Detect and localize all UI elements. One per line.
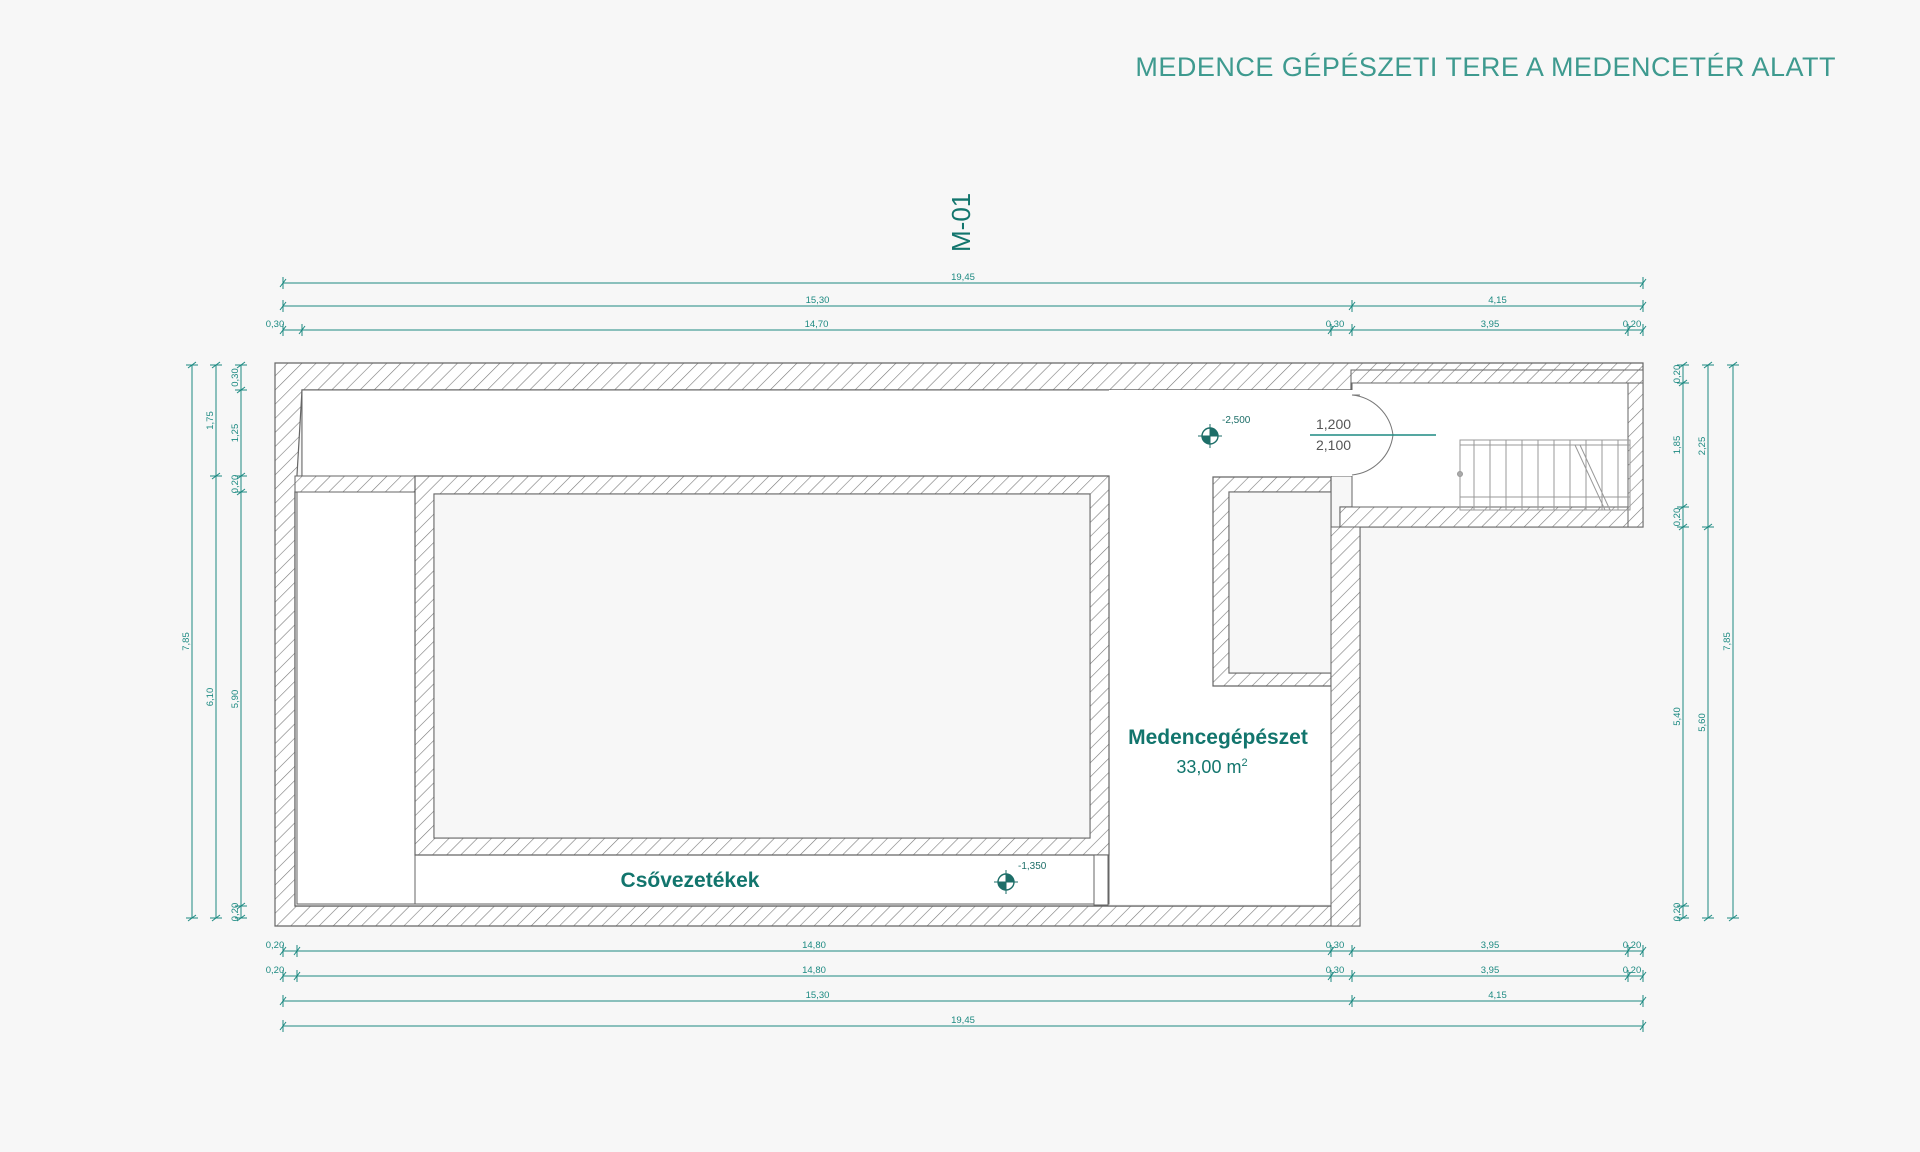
dim-bottom-2-label-2: 0,30 <box>1326 965 1345 976</box>
staircase <box>1457 439 1631 511</box>
dim-right-parts-label-0: 2,25 <box>1697 437 1708 456</box>
dim-top-detail-label-4: 0,20 <box>1623 319 1642 330</box>
dim-top-overall-label-0: 19,45 <box>951 272 975 283</box>
dim-top-detail-label-1: 14,70 <box>805 319 829 330</box>
dim-top-detail-label-0: 0,30 <box>266 319 285 330</box>
door-height: 2,100 <box>1316 437 1351 453</box>
dim-right-parts-label-1: 5,60 <box>1697 713 1708 732</box>
dim-right-overall-label-0: 7,85 <box>1722 632 1733 651</box>
dim-bottom-1-label-4: 0,20 <box>1623 940 1642 951</box>
dim-top-parts-label-1: 4,15 <box>1488 295 1507 306</box>
level-marker-lower: -1,350 <box>994 861 1047 894</box>
dim-left-overall-label-0: 7,85 <box>181 632 192 651</box>
room-area-machinery: 33,00 m2 <box>1176 757 1247 777</box>
pool-basin <box>414 475 1110 856</box>
dim-bottom-1-label-0: 0,20 <box>266 940 285 951</box>
dim-right-detail-label-4: 0,20 <box>1672 903 1683 922</box>
dim-bottom-3-label-1: 4,15 <box>1488 990 1507 1001</box>
room-name-pipes: Csővezetékek <box>621 869 760 892</box>
dim-right-detail-label-0: 0,20 <box>1672 365 1683 384</box>
room-name-machinery: Medencegépészet <box>1128 726 1308 749</box>
dimension-lines: 19,45 15,30 4,15 0,30 14,70 0,30 3,95 0,20 0,20 1… <box>181 272 1739 1032</box>
level-lower-label: -1,350 <box>1018 861 1047 872</box>
shaft <box>1212 476 1332 687</box>
pipes-corridor <box>414 853 1110 905</box>
dim-bottom-1-label-2: 0,30 <box>1326 940 1345 951</box>
dim-left-detail-label-2: 0,20 <box>230 475 241 494</box>
dim-top-detail-label-2: 0,30 <box>1326 319 1345 330</box>
dim-top-detail-label-3: 3,95 <box>1481 319 1500 330</box>
dim-bottom-2-label-3: 3,95 <box>1481 965 1500 976</box>
dim-bottom-3-label-0: 15,30 <box>806 990 830 1001</box>
dim-right-detail-label-2: 0,20 <box>1672 508 1683 527</box>
dim-bottom-2-label-4: 0,20 <box>1623 965 1642 976</box>
dim-bottom-2-label-0: 0,20 <box>266 965 285 976</box>
dim-bottom-4-label-0: 19,45 <box>951 1015 975 1026</box>
dim-left-parts-label-1: 6,10 <box>205 688 216 707</box>
dim-right-detail-label-1: 1,85 <box>1672 436 1683 455</box>
level-upper-label: -2,500 <box>1222 415 1251 426</box>
dim-left-parts-label-0: 1,75 <box>205 411 216 430</box>
corridor-left <box>296 491 416 905</box>
dim-left-detail-label-0: 0,30 <box>230 368 241 387</box>
level-marker-upper: -2,500 <box>1198 415 1251 448</box>
dim-bottom-1-label-1: 14,80 <box>802 940 826 951</box>
dim-left-detail-label-4: 0,20 <box>230 903 241 922</box>
page-title: MEDENCE GÉPÉSZETI TERE A MEDENCETÉR ALAT… <box>1135 52 1836 82</box>
dim-bottom-1-label-3: 3,95 <box>1481 940 1500 951</box>
door-width: 1,200 <box>1316 416 1351 432</box>
dim-top-parts-label-0: 15,30 <box>806 295 830 306</box>
dim-bottom-2-label-1: 14,80 <box>802 965 826 976</box>
dim-right-detail-label-3: 5,40 <box>1672 707 1683 726</box>
dim-left-detail-label-3: 5,90 <box>230 690 241 709</box>
section-mark: M-01 <box>946 193 976 252</box>
dim-left-detail-label-1: 1,25 <box>230 424 241 443</box>
door: 1,200 2,100 <box>1310 390 1436 476</box>
